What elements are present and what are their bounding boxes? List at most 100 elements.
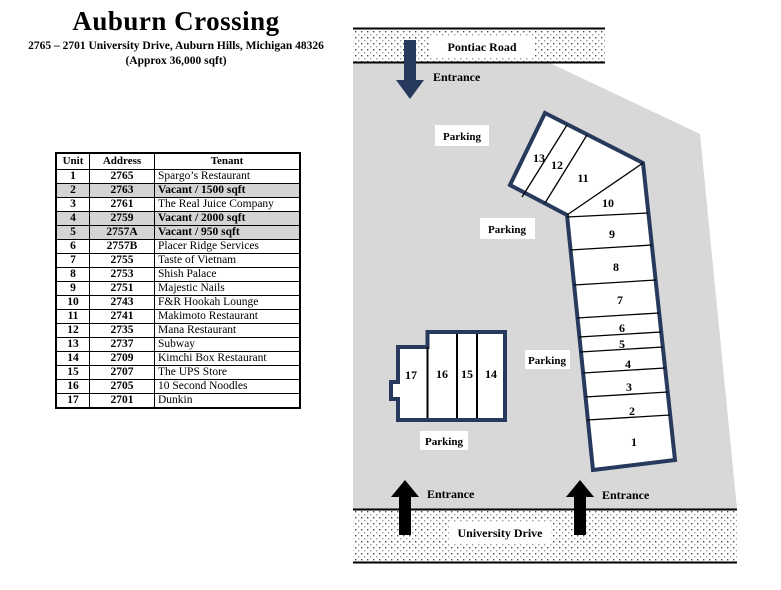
- tenant-cell: Vacant / 2000 sqft: [154, 211, 301, 226]
- unit-label-12: 12: [551, 158, 563, 172]
- unit-cell: 15: [55, 365, 90, 380]
- parking-text: Parking: [443, 131, 481, 143]
- address-cell: 2765: [89, 169, 155, 184]
- unit-divider: [573, 279, 657, 286]
- unit-divider: [544, 134, 588, 204]
- tenant-cell: F&R Hookah Lounge: [154, 295, 301, 310]
- col-header-tenant: Tenant: [154, 152, 301, 170]
- address-cell: 2737: [89, 337, 155, 352]
- unit-label-2: 2: [629, 404, 635, 418]
- building-main: 1 2 3 4 5 6 7 8 9 10 11 12 13: [507, 110, 678, 473]
- unit-label-13: 13: [533, 151, 545, 165]
- unit-divider: [566, 212, 649, 218]
- address-cell: 2707: [89, 365, 155, 380]
- page-title: Auburn Crossing: [72, 6, 280, 36]
- parking-label-box: [420, 431, 468, 450]
- address-cell: 2763: [89, 183, 155, 198]
- unit-label-6: 6: [619, 321, 625, 335]
- unit-label-8: 8: [613, 260, 619, 274]
- unit-label-1: 1: [631, 435, 637, 449]
- address-line: 2765 – 2701 University Drive, Auburn Hil…: [28, 40, 324, 52]
- parking-text: Parking: [528, 355, 566, 367]
- tenant-cell: 10 Second Noodles: [154, 379, 301, 394]
- parking-label-box: [525, 350, 570, 369]
- tenant-cell: Placer Ridge Services: [154, 239, 301, 254]
- parking-text: Parking: [425, 436, 463, 448]
- university-drive-label: University Drive: [458, 526, 544, 540]
- tenant-cell: Vacant / 950 sqft: [154, 225, 301, 240]
- unit-cell: 9: [55, 281, 90, 296]
- up-arrow-icon: [391, 480, 419, 535]
- tenant-cell: Taste of Vietnam: [154, 253, 301, 268]
- unit-divider: [569, 244, 653, 251]
- unit-cell: 13: [55, 337, 90, 352]
- unit-label-4: 4: [625, 357, 631, 371]
- unit-cell: 10: [55, 295, 90, 310]
- road-label-box: [429, 37, 535, 57]
- tenant-cell: Majestic Nails: [154, 281, 301, 296]
- unit-cell: 5: [55, 225, 90, 240]
- unit-label-17: 17: [405, 368, 417, 382]
- entrance-north: Entrance: [396, 40, 481, 99]
- sqft-line: (Approx 36,000 sqft): [125, 54, 227, 67]
- entrance-label: Entrance: [602, 488, 650, 502]
- unit-label-11: 11: [577, 171, 588, 185]
- address-cell: 2751: [89, 281, 155, 296]
- tenant-cell: Spargo’s Restaurant: [154, 169, 301, 184]
- address-cell: 2735: [89, 323, 155, 338]
- tenant-cell: Vacant / 1500 sqft: [154, 183, 301, 198]
- unit-label-15: 15: [461, 367, 473, 381]
- unit-cell: 1: [55, 169, 90, 184]
- unit-label-3: 3: [626, 380, 632, 394]
- unit-label-5: 5: [619, 337, 625, 351]
- unit-cell: 6: [55, 239, 90, 254]
- unit-divider: [582, 367, 666, 374]
- site-plan: Pontiac Road University Drive Entrance P…: [353, 27, 737, 564]
- unit-divider: [586, 414, 671, 421]
- parking-text: Parking: [488, 224, 526, 236]
- header: Auburn Crossing 2765 – 2701 University D…: [0, 6, 352, 69]
- unit-cell: 7: [55, 253, 90, 268]
- up-arrow-icon: [566, 480, 594, 535]
- tenant-cell: Makimoto Restaurant: [154, 309, 301, 324]
- parking-label-1: Parking: [435, 125, 489, 146]
- unit-divider: [584, 391, 669, 398]
- unit-divider: [576, 312, 660, 319]
- parking-label-4: Parking: [420, 431, 468, 450]
- pontiac-road-label: Pontiac Road: [448, 40, 517, 54]
- unit-divider: [566, 162, 644, 216]
- address-cell: 2743: [89, 295, 155, 310]
- table-header-row: Unit Address Tenant: [55, 152, 301, 170]
- tenant-cell: The Real Juice Company: [154, 197, 301, 212]
- unit-divider: [579, 346, 664, 353]
- address-cell: 2761: [89, 197, 155, 212]
- unit-label-7: 7: [617, 293, 623, 307]
- pontiac-road: Pontiac Road: [353, 27, 605, 64]
- road-label-box: [449, 522, 551, 543]
- address-cell: 2759: [89, 211, 155, 226]
- tenant-cell: Mana Restaurant: [154, 323, 301, 338]
- address-cell: 2755: [89, 253, 155, 268]
- unit-cell: 11: [55, 309, 90, 324]
- entrance-south-west: Entrance: [391, 480, 475, 535]
- parking-label-box: [480, 218, 535, 239]
- parking-label-box: [435, 125, 489, 146]
- address-cell: 2757A: [89, 225, 155, 240]
- tenant-cell: The UPS Store: [154, 365, 301, 380]
- col-header-address: Address: [89, 152, 155, 170]
- unit-label-9: 9: [609, 227, 615, 241]
- unit-cell: 8: [55, 267, 90, 282]
- unit-cell: 17: [55, 393, 90, 409]
